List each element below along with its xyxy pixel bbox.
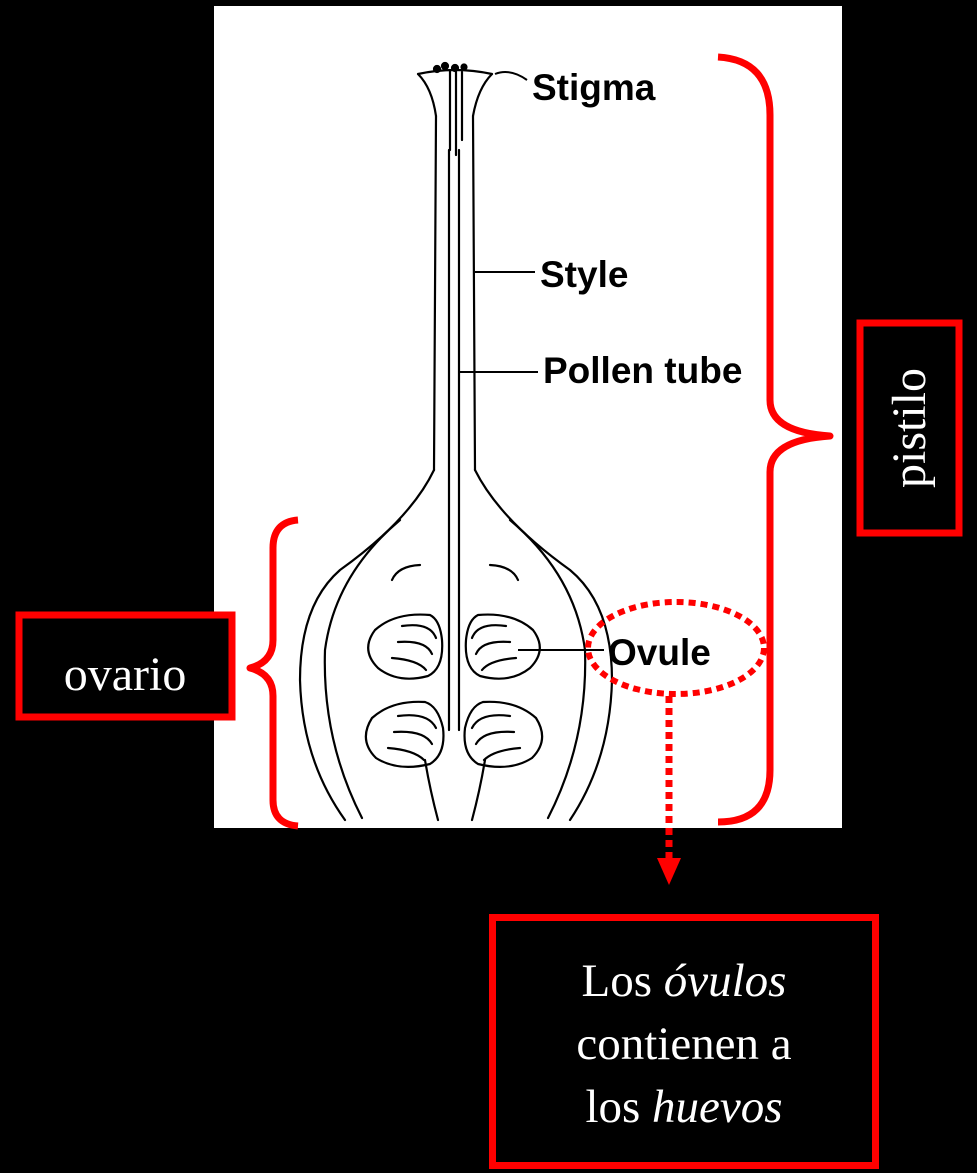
note-line-2: contienen a <box>576 1018 792 1070</box>
ovules-note-box: Los óvulos contienen a los huevos <box>489 914 879 1169</box>
ovule-label: Ovule <box>608 632 711 673</box>
style-label: Style <box>540 254 628 295</box>
pistil-drawing <box>298 61 614 822</box>
stigma-label: Stigma <box>532 67 656 108</box>
pollen-tube-label: Pollen tube <box>543 350 742 391</box>
ovule-highlight-ellipse <box>585 599 767 697</box>
leader-lines <box>459 71 604 651</box>
ovary-brace <box>246 516 299 830</box>
figure-panel <box>214 6 842 828</box>
note-line-1-prefix: Los <box>581 955 664 1007</box>
ovary-callout-box <box>15 611 236 721</box>
note-line-3: los huevos <box>496 1076 872 1139</box>
pistil-callout-box <box>856 319 963 537</box>
pistil-callout-text: pistilo <box>883 368 936 488</box>
pistil-brace <box>717 53 834 826</box>
ovary-callout-text: ovario <box>64 648 187 701</box>
note-line-3-prefix: los <box>585 1081 653 1133</box>
note-line-3-italic: huevos <box>652 1081 783 1133</box>
note-line-1-italic: óvulos <box>663 955 787 1007</box>
note-line-1: Los óvulos <box>496 950 872 1013</box>
arrow-down-icon <box>657 858 681 885</box>
stigma-leader <box>494 71 528 81</box>
